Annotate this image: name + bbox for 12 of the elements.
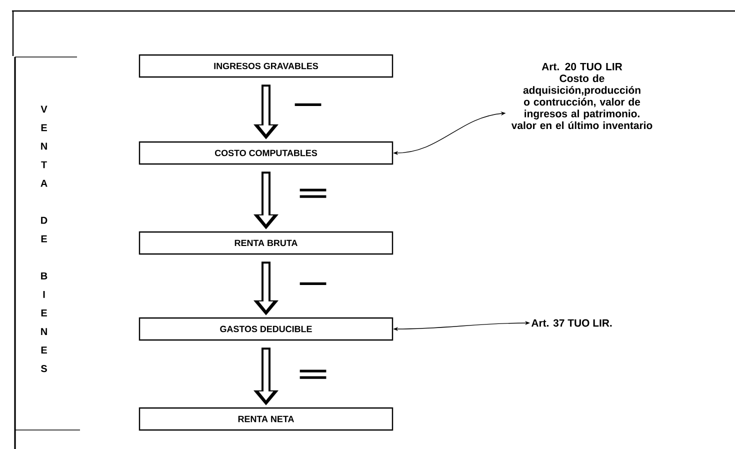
process-box: GASTOS DEDUCIBLE (138, 317, 394, 341)
note-text: Art. 37 TUO LIR. (531, 319, 612, 327)
operator-sign: − (300, 282, 326, 285)
process-box: COSTO COMPUTABLES (138, 141, 394, 165)
operator-sign: = (300, 370, 326, 379)
process-box: RENTA NETA (138, 407, 394, 431)
operator-sign: = (300, 188, 326, 198)
process-box: RENTA BRUTA (138, 231, 394, 255)
vertical-label: VENTA DE BIENES (40, 106, 48, 372)
operator-sign: − (294, 103, 322, 106)
note-text: Art. 20 TUO LIR Costo de adquisición,producción o contrucción, valor de ingresos al patrimonio. valor en el último inventario (511, 62, 652, 130)
process-box: INGRESOS GRAVABLES (138, 54, 394, 78)
